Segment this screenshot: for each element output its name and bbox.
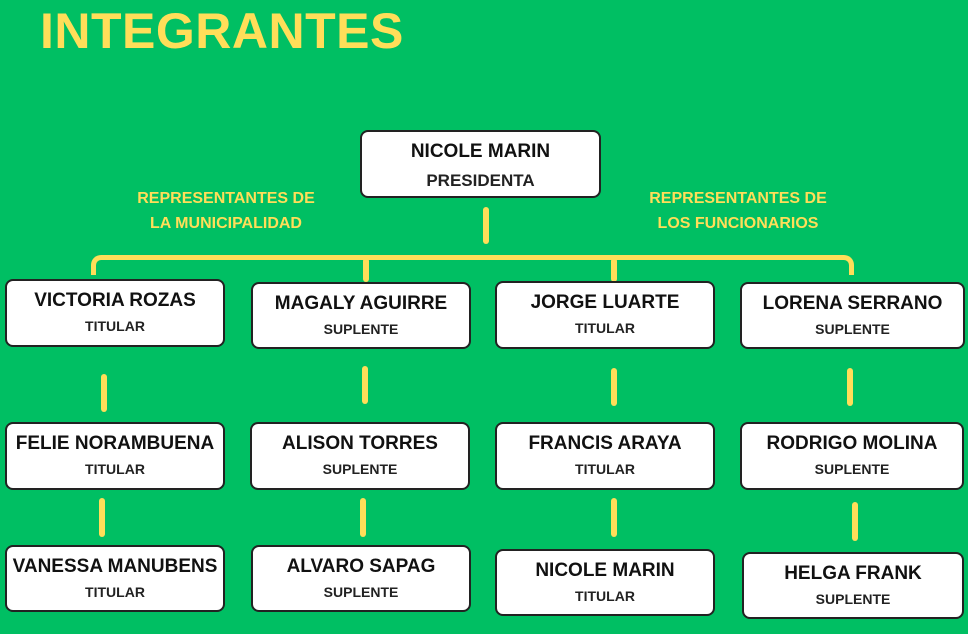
connector-president <box>483 207 489 244</box>
connector <box>101 374 107 412</box>
connector <box>847 368 853 406</box>
member-role: SUPLENTE <box>322 461 398 477</box>
member-role: SUPLENTE <box>815 321 890 337</box>
member-box: HELGA FRANK SUPLENTE <box>742 552 964 619</box>
member-box: RODRIGO MOLINA SUPLENTE <box>740 422 964 490</box>
member-role: TITULAR <box>85 461 145 477</box>
member-name: MAGALY AGUIRRE <box>274 293 448 314</box>
member-name: VICTORIA ROZAS <box>34 290 196 311</box>
connector <box>360 498 366 537</box>
member-box: ALVARO SAPAG SUPLENTE <box>251 545 471 612</box>
group-label-line: REPRESENTANTES DE <box>137 190 315 207</box>
member-role: TITULAR <box>575 588 635 604</box>
member-role: TITULAR <box>575 320 635 336</box>
connector <box>611 368 617 406</box>
connector <box>611 258 617 282</box>
member-role: TITULAR <box>85 584 145 600</box>
member-box: NICOLE MARIN TITULAR <box>495 549 715 616</box>
connector <box>363 258 369 282</box>
member-name: VANESSA MANUBENS <box>12 556 218 577</box>
connector <box>99 498 105 537</box>
member-name: ALISON TORRES <box>282 433 438 454</box>
member-box: VICTORIA ROZAS TITULAR <box>5 279 225 347</box>
member-box: ALISON TORRES SUPLENTE <box>250 422 470 490</box>
member-role: TITULAR <box>85 318 145 334</box>
page-title: INTEGRANTES <box>40 3 404 59</box>
member-name: NICOLE MARIN <box>410 141 551 162</box>
member-box: LORENA SERRANO SUPLENTE <box>740 282 965 349</box>
member-role: PRESIDENTA <box>426 171 535 190</box>
member-name: NICOLE MARIN <box>535 560 675 581</box>
member-box: FELIE NORAMBUENA TITULAR <box>5 422 225 490</box>
member-name: LORENA SERRANO <box>762 293 943 314</box>
group-label-line: REPRESENTANTES DE <box>649 190 827 207</box>
group-label-municipalidad: REPRESENTANTES DE LA MUNICIPALIDAD <box>96 186 356 236</box>
president-box: NICOLE MARIN PRESIDENTA <box>360 130 601 198</box>
member-name: ALVARO SAPAG <box>286 556 436 577</box>
member-box: MAGALY AGUIRRE SUPLENTE <box>251 282 471 349</box>
member-role: SUPLENTE <box>814 461 890 477</box>
group-label-line: LOS FUNCIONARIOS <box>657 215 819 232</box>
member-role: TITULAR <box>575 461 635 477</box>
connector <box>362 366 368 404</box>
member-name: FRANCIS ARAYA <box>528 433 682 454</box>
connector <box>611 498 617 537</box>
member-box: VANESSA MANUBENS TITULAR <box>5 545 225 612</box>
connector <box>852 502 858 541</box>
group-label-line: LA MUNICIPALIDAD <box>150 215 302 232</box>
member-role: SUPLENTE <box>323 584 399 600</box>
member-role: SUPLENTE <box>323 321 399 337</box>
member-role: SUPLENTE <box>815 591 891 607</box>
member-box: FRANCIS ARAYA TITULAR <box>495 422 715 490</box>
member-name: FELIE NORAMBUENA <box>15 433 215 454</box>
member-name: RODRIGO MOLINA <box>766 433 938 454</box>
member-name: HELGA FRANK <box>784 563 922 584</box>
member-name: JORGE LUARTE <box>530 292 680 313</box>
group-label-funcionarios: REPRESENTANTES DE LOS FUNCIONARIOS <box>608 186 868 236</box>
member-box: JORGE LUARTE TITULAR <box>495 281 715 349</box>
connector-horizontal <box>91 255 854 275</box>
